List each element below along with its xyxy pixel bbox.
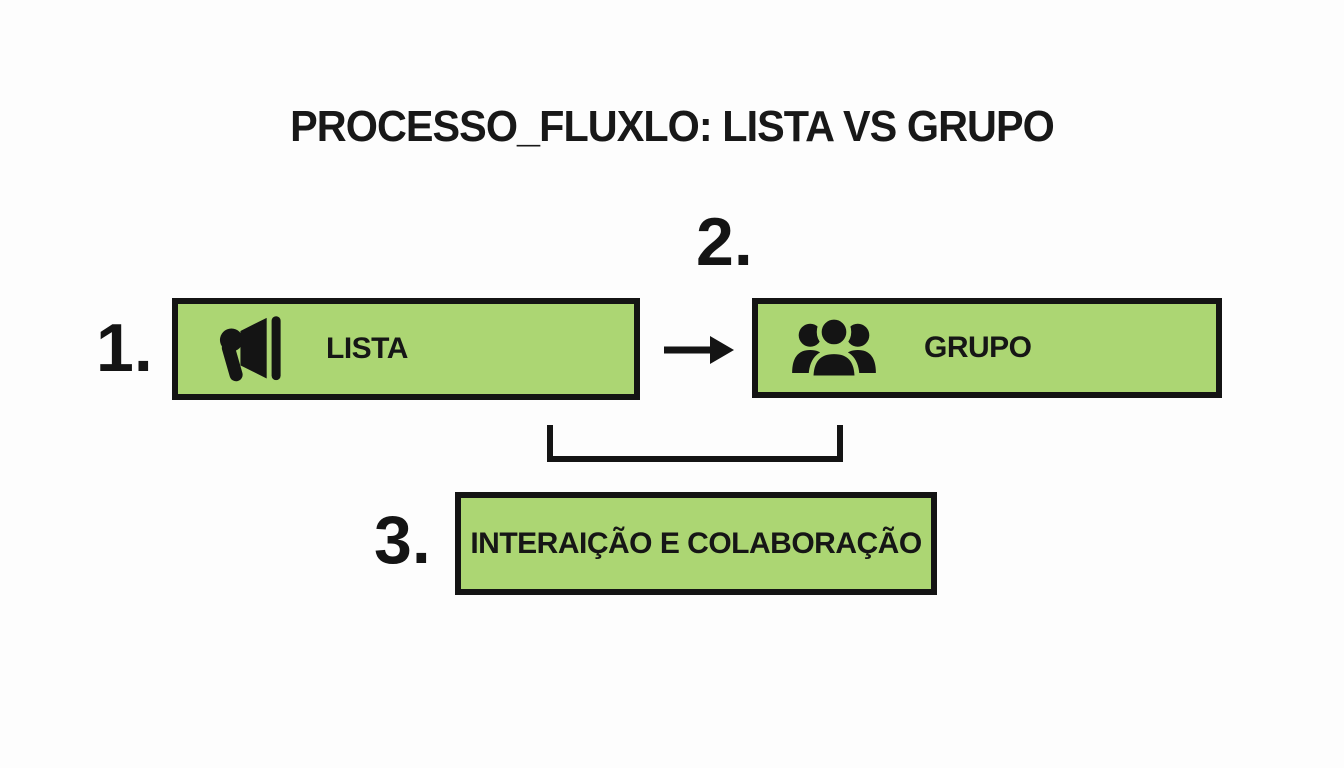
grupo-label: GRUPO — [924, 331, 1032, 364]
interacao-colaboracao-box: INTERAIÇÃO E COLABORAÇÃO — [455, 492, 937, 595]
interacao-colaboracao-label: INTERAIÇÃO E COLABORAÇÃO — [470, 526, 922, 560]
megaphone-icon — [219, 316, 281, 382]
group-icon — [792, 314, 876, 381]
right-arrow-icon — [664, 336, 734, 364]
grupo-box: GRUPO — [752, 298, 1222, 398]
lista-box: LISTA — [172, 298, 640, 400]
step-1-number: 1. — [96, 310, 153, 386]
u-bracket-connector — [547, 425, 843, 462]
step-2-number: 2. — [696, 204, 753, 280]
lista-label: LISTA — [326, 332, 408, 365]
step-3-number: 3. — [374, 502, 431, 578]
diagram-title: PROCESSO_FLUXLO: LISTA VS GRUPO — [290, 102, 1055, 151]
